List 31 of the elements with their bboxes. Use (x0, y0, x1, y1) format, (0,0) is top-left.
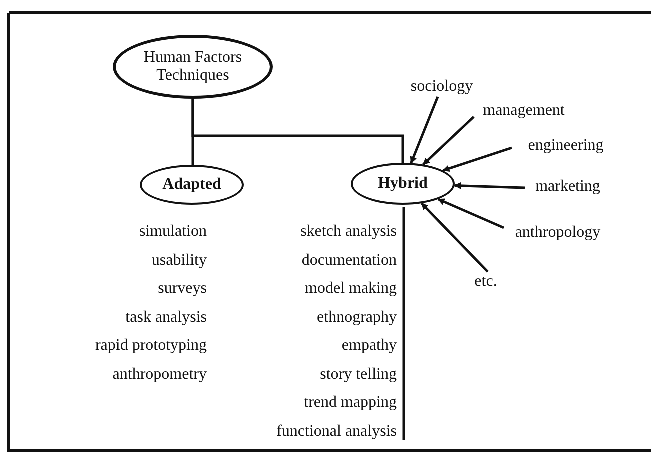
technique-label: anthropometry (112, 366, 207, 384)
arrow (454, 182, 526, 190)
discipline-label: engineering (518, 136, 614, 156)
arrow (421, 202, 489, 273)
node-title: Hybrid (378, 175, 428, 193)
technique-label: documentation (302, 252, 397, 270)
technique-label: trend mapping (304, 394, 397, 412)
node-title: Human Factors Techniques (142, 49, 244, 85)
technique-label: usability (152, 252, 207, 270)
technique-label: surveys (158, 280, 207, 298)
technique-label: sketch analysis (300, 223, 397, 241)
arrow (410, 96, 440, 164)
technique-label: model making (305, 280, 397, 298)
arrow (438, 198, 504, 230)
connector-line (192, 99, 404, 163)
arrow (442, 146, 512, 172)
node-title: Adapted (162, 176, 222, 194)
technique-label: story telling (320, 366, 397, 384)
discipline-label: etc. (468, 272, 504, 292)
discipline-label: anthropology (508, 223, 608, 243)
technique-label: task analysis (126, 308, 207, 326)
technique-label: ethnography (317, 308, 397, 326)
arrow (422, 116, 475, 166)
technique-label: rapid prototyping (95, 337, 207, 355)
discipline-label: sociology (404, 77, 480, 97)
discipline-label: management (474, 101, 574, 121)
technique-label: simulation (139, 223, 207, 241)
technique-label: empathy (342, 337, 397, 355)
technique-label: functional analysis (276, 422, 397, 440)
ellipse-node (351, 163, 455, 205)
discipline-label: marketing (530, 177, 606, 197)
